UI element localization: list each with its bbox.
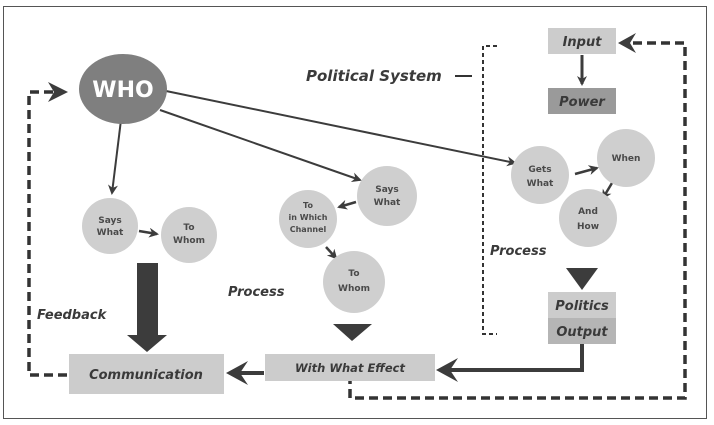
when-node xyxy=(597,129,655,187)
and-how-node xyxy=(559,189,617,247)
arrow-effect-to-communication-head xyxy=(226,361,248,385)
arrow-output-to-effect xyxy=(442,344,584,372)
arrow-output-to-effect-head xyxy=(436,358,458,382)
political-system-label: Political System xyxy=(306,67,442,85)
process-right-label: Process xyxy=(490,244,547,259)
arrow-who-to-gets-what xyxy=(165,90,517,167)
block-arrow-to-communication xyxy=(127,263,167,352)
to-whom-mid-node xyxy=(323,251,385,313)
arrow-channel-to-whom xyxy=(325,246,338,260)
right-feedback-loop xyxy=(348,41,687,400)
block-arrow-to-politics xyxy=(566,268,598,290)
input-box xyxy=(548,28,616,54)
with-what-effect-box xyxy=(265,354,435,381)
arrow-gets-to-when xyxy=(574,165,599,176)
input-label: Input xyxy=(563,35,603,50)
communication-label: Communication xyxy=(89,368,203,383)
who-label: WHO xyxy=(92,78,153,103)
says-what-left-node xyxy=(82,198,138,254)
with-what-effect-label: With What Effect xyxy=(295,361,405,375)
output-box xyxy=(548,318,616,344)
to-whom-left-node xyxy=(161,207,217,263)
gets-what-node xyxy=(511,146,569,204)
block-arrow-to-with-what-effect xyxy=(333,324,372,341)
arrow-says-to-channel xyxy=(337,199,357,210)
communication-box xyxy=(69,354,224,394)
channel-node xyxy=(279,190,337,248)
politics-box xyxy=(548,292,616,318)
political-system-bracket xyxy=(482,45,497,335)
feedback-label: Feedback xyxy=(37,308,108,323)
power-box xyxy=(548,88,616,114)
right-feedback-arrowhead xyxy=(618,33,636,53)
process-mid-label: Process xyxy=(228,285,285,300)
arrow-who-to-says-what-left xyxy=(108,119,122,195)
power-label: Power xyxy=(559,95,606,110)
arrow-says-to-whom-left xyxy=(138,227,159,238)
politics-label: Politics xyxy=(555,299,609,314)
left-feedback-loop xyxy=(27,90,67,377)
says-what-mid-node xyxy=(357,166,417,226)
output-label: Output xyxy=(556,325,608,340)
left-feedback-arrowhead xyxy=(48,82,68,102)
when-label: When xyxy=(612,154,641,164)
who-node xyxy=(79,54,167,124)
arrow-who-to-says-what-mid xyxy=(159,109,362,183)
